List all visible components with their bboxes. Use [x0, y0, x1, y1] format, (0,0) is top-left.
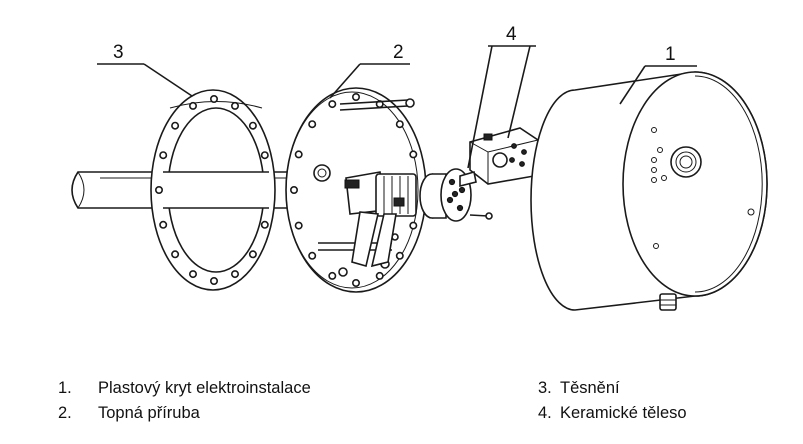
thermostat-unit: [459, 127, 539, 188]
bolt-hole: [171, 250, 180, 259]
bolt-hole: [351, 93, 360, 102]
legend-number: 2.: [58, 404, 72, 422]
bolt-hole: [248, 250, 257, 259]
bolt-hole: [328, 271, 337, 280]
callout-leaders: [97, 45, 697, 169]
bolt-hole: [159, 220, 168, 229]
bolt-hole: [351, 278, 360, 287]
legend-number: 3.: [538, 379, 552, 397]
bolt-hole: [189, 270, 198, 279]
bolt-hole: [210, 276, 219, 285]
callout-3: 3: [113, 42, 124, 63]
bolt-hole: [260, 220, 269, 229]
bolt-hole: [248, 121, 257, 130]
bolt-hole: [294, 221, 303, 230]
bolt-hole: [155, 186, 164, 195]
legend-label: Keramické těleso: [560, 404, 687, 422]
legend-item-4: 4. Keramické těleso: [538, 401, 687, 426]
gasket-ring: [150, 89, 276, 291]
bolt-hole: [409, 150, 418, 159]
terminal-assembly: [344, 171, 417, 268]
bolt-hole: [189, 101, 198, 110]
bolt-hole: [171, 121, 180, 130]
bolt-hole: [260, 151, 269, 160]
legend-left-column: 1. Plastový kryt elektroinstalace 2. Topná…: [58, 376, 311, 426]
legend-label: Těsnění: [560, 379, 620, 397]
callout-1: 1: [665, 44, 676, 65]
bolt-hole: [375, 271, 384, 280]
bolt-hole: [395, 120, 404, 129]
legend-number: 1.: [58, 379, 72, 397]
bolt-hole: [231, 101, 240, 110]
legend-number: 4.: [538, 404, 552, 422]
bolt-hole: [159, 151, 168, 160]
legend-right-column: 3. Těsnění 4. Keramické těleso: [538, 376, 687, 426]
bolt-hole: [289, 186, 298, 195]
legend-item-1: 1. Plastový kryt elektroinstalace: [58, 376, 311, 401]
bolt-hole: [231, 270, 240, 279]
bolt-hole: [409, 221, 418, 230]
bolt-hole: [308, 120, 317, 129]
bolt-hole: [210, 95, 219, 104]
bolt-hole: [308, 251, 317, 260]
legend-label: Topná příruba: [98, 404, 200, 422]
legend-item-2: 2. Topná příruba: [58, 401, 311, 426]
bolt-hole: [328, 100, 337, 109]
callout-2: 2: [393, 42, 404, 63]
legend-label: Plastový kryt elektroinstalace: [98, 379, 311, 397]
exploded-assembly-diagram: 3 2 4 1: [71, 24, 768, 311]
bolt-hole: [395, 251, 404, 260]
legend-item-3: 3. Těsnění: [538, 376, 687, 401]
callout-4: 4: [506, 24, 517, 45]
bolt-hole: [294, 150, 303, 159]
plastic-cover: [530, 71, 768, 311]
